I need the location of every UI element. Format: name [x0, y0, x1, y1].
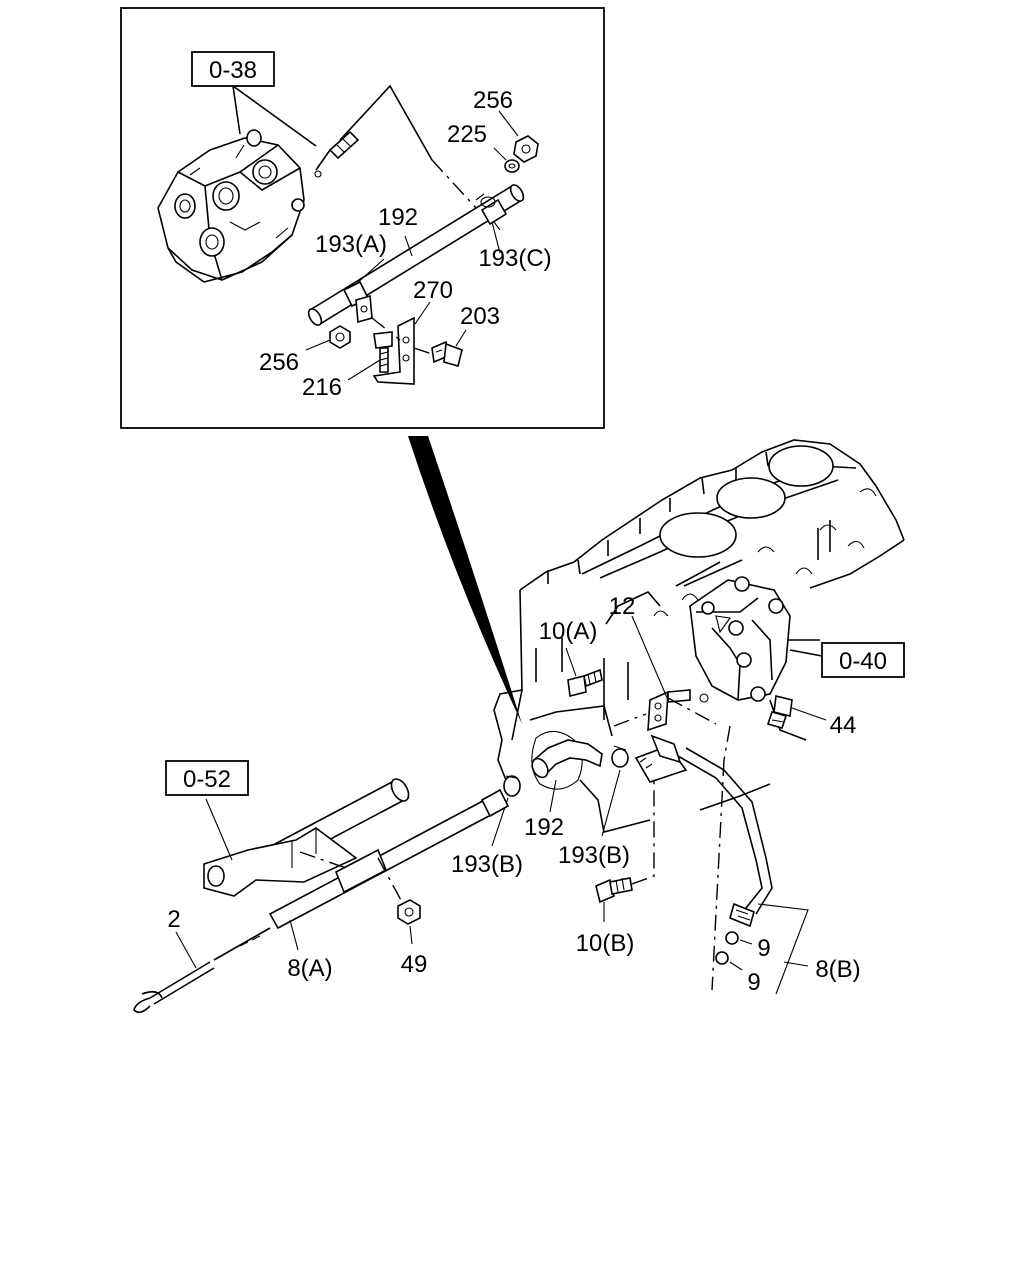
label-10b: 10(B) [576, 930, 635, 957]
label-193b-left: 193(B) [451, 851, 523, 878]
bracket-270 [371, 316, 415, 385]
label-8a: 8(A) [287, 955, 332, 982]
washer-225 [504, 159, 520, 173]
label-193a: 193(A) [315, 231, 387, 258]
nut-49 [397, 899, 421, 945]
label-12: 12 [609, 593, 636, 620]
bracket-12 [613, 615, 717, 732]
clamp-193c [475, 193, 508, 231]
label-2: 2 [167, 906, 180, 933]
detail-inset: 0-38 256 225 192 193(A) 193(C) 270 203 2… [120, 7, 605, 429]
bolt-216 [373, 331, 393, 373]
clamp-193b-left [491, 775, 521, 847]
nut-256-bottom [329, 325, 351, 349]
label-256-bottom: 256 [259, 349, 299, 376]
guide-tube-8a [268, 788, 510, 951]
union-fitting [314, 130, 360, 178]
label-44: 44 [830, 712, 857, 739]
reference-0-38: 0-38 [191, 51, 275, 87]
oil-pan-tube [203, 778, 410, 897]
label-193b-right: 193(B) [558, 842, 630, 869]
label-216: 216 [302, 374, 342, 401]
reference-0-52-label: 0-52 [183, 766, 231, 793]
nut-256-top [513, 135, 539, 163]
label-192: 192 [524, 814, 564, 841]
label-256-top: 256 [473, 87, 513, 114]
bolt-10b [595, 780, 655, 922]
reference-0-38-label: 0-38 [209, 57, 257, 84]
inset-callout-pointer [408, 436, 522, 724]
reference-0-40: 0-40 [821, 642, 905, 678]
fitting-44 [766, 695, 827, 729]
reference-0-40-label: 0-40 [839, 648, 887, 675]
label-49: 49 [401, 951, 428, 978]
label-225: 225 [447, 121, 487, 148]
label-8b: 8(B) [815, 956, 860, 983]
label-10a: 10(A) [539, 618, 598, 645]
label-193c: 193(C) [478, 245, 551, 272]
label-203: 203 [460, 303, 500, 330]
bolt-10a [565, 647, 603, 697]
label-270: 270 [413, 277, 453, 304]
cylinder-block [493, 439, 905, 833]
bolt-203 [413, 340, 463, 367]
reference-0-52: 0-52 [165, 760, 249, 796]
oil-pump-housing [157, 129, 305, 283]
label-9-bottom: 9 [747, 969, 760, 996]
clamp-193b-right [601, 745, 629, 837]
o-ring-9-top [725, 931, 753, 945]
oil-pipe-8b [634, 725, 773, 991]
label-192-inset: 192 [378, 204, 418, 231]
oil-level-dipstick-2 [133, 927, 271, 1014]
label-9-top: 9 [757, 935, 770, 962]
hose-192 [531, 739, 603, 813]
o-ring-9-bottom [715, 951, 743, 971]
oil-filter-housing [689, 576, 823, 702]
